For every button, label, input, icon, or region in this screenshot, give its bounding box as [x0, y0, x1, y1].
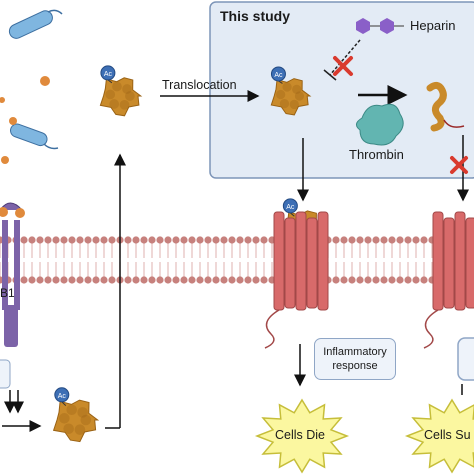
acetyl-badge-icon: Ac [270, 66, 286, 82]
right-response-box [457, 337, 474, 381]
heparin-binding-line [329, 39, 361, 76]
acetyl-label: Ac [58, 393, 67, 400]
hmgb1-protein-icon-study: Ac [270, 66, 312, 116]
acetyl-label: Ac [274, 72, 283, 79]
burst-star-icon-survive [404, 398, 474, 474]
receptor-left-icon [0, 202, 25, 347]
left-label-box [0, 359, 11, 389]
receptor-icon-right [423, 211, 474, 349]
inflammatory-response-box: Inflammatory response [314, 338, 396, 380]
hmgb1-protein-icon-intracellular: Ac [52, 387, 100, 443]
cells-survive-label: Cells Su [424, 428, 471, 442]
hmgb1-protein-icon-extracellular: Ac [99, 65, 143, 117]
heparin-label: Heparin [410, 18, 456, 33]
receptor-icon-left [264, 211, 329, 349]
acetyl-label: Ac [104, 71, 113, 78]
acetyl-badge-icon: Ac [100, 65, 116, 81]
translocation-label: Translocation [162, 78, 237, 92]
inhibition-x-icon-2 [450, 156, 468, 174]
heparin-chain-icon [356, 18, 404, 34]
hmgb1-label: B1 [0, 286, 15, 300]
hmgb1-fragment-icon [426, 81, 465, 132]
burst-star-icon-die [254, 398, 350, 474]
acetyl-label: Ac [286, 204, 295, 211]
study-box [209, 1, 474, 179]
bacteria-icon [8, 9, 63, 150]
cells-die-label: Cells Die [275, 428, 326, 442]
cell-membrane [0, 236, 474, 284]
inhibition-x-icon [333, 56, 353, 76]
thrombin-label: Thrombin [349, 147, 404, 162]
acetyl-badge-icon: Ac [282, 198, 298, 214]
acetyl-badge-icon: Ac [54, 387, 70, 403]
pathogen-dot-icons [0, 76, 50, 164]
thrombin-enzyme-icon [356, 103, 404, 146]
study-title: This study [220, 8, 291, 24]
